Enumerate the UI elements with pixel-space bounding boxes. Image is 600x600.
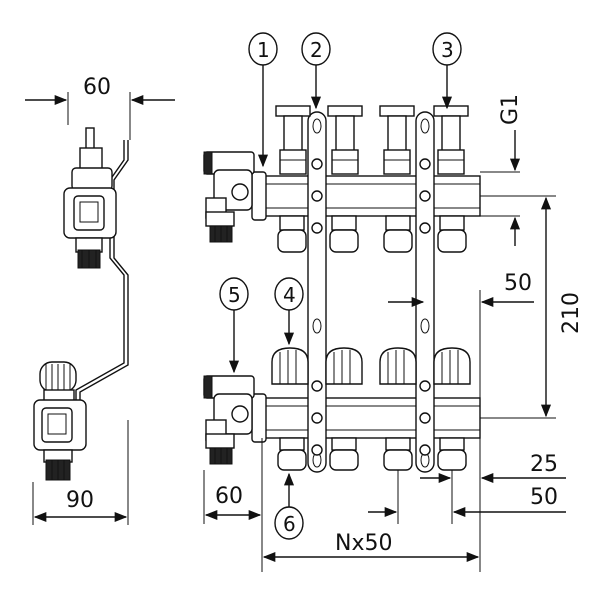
flow-meter <box>275 105 311 175</box>
callout-1: 1 <box>257 38 270 62</box>
callouts: 1 2 3 4 5 6 <box>219 32 462 540</box>
dim-nx50: Nx50 <box>335 531 392 556</box>
valve-caps <box>271 347 471 385</box>
dim-25: 25 <box>530 452 558 477</box>
callout-6: 6 <box>283 512 296 536</box>
dim-g1: G1 <box>498 94 523 125</box>
dim-60-left: 60 <box>215 484 243 509</box>
top-manifold-bar <box>261 175 481 217</box>
flow-meter <box>433 105 469 175</box>
bottom-manifold-bar <box>261 397 481 439</box>
flow-meters <box>275 105 469 175</box>
front-view <box>203 111 481 473</box>
side-view: 60 90 <box>25 75 175 525</box>
callout-4: 4 <box>283 283 296 307</box>
mounting-bracket <box>79 140 129 420</box>
dim-210: 210 <box>559 292 584 334</box>
top-outlets <box>277 215 467 253</box>
front-dimensions: G1 210 50 25 50 60 Nx50 <box>203 94 584 572</box>
flow-meter <box>327 105 363 175</box>
dim-50-bottom: 50 <box>530 485 558 510</box>
flow-meter <box>379 105 415 175</box>
callout-5: 5 <box>228 283 241 307</box>
callout-3: 3 <box>441 38 454 62</box>
bracket-left <box>307 111 327 473</box>
bottom-outlets <box>277 437 467 471</box>
dim-side-bottom: 90 <box>66 488 94 513</box>
callout-2: 2 <box>310 38 323 62</box>
bracket-right <box>415 111 435 473</box>
dim-side-top: 60 <box>83 75 111 100</box>
dim-50-right: 50 <box>504 271 532 296</box>
